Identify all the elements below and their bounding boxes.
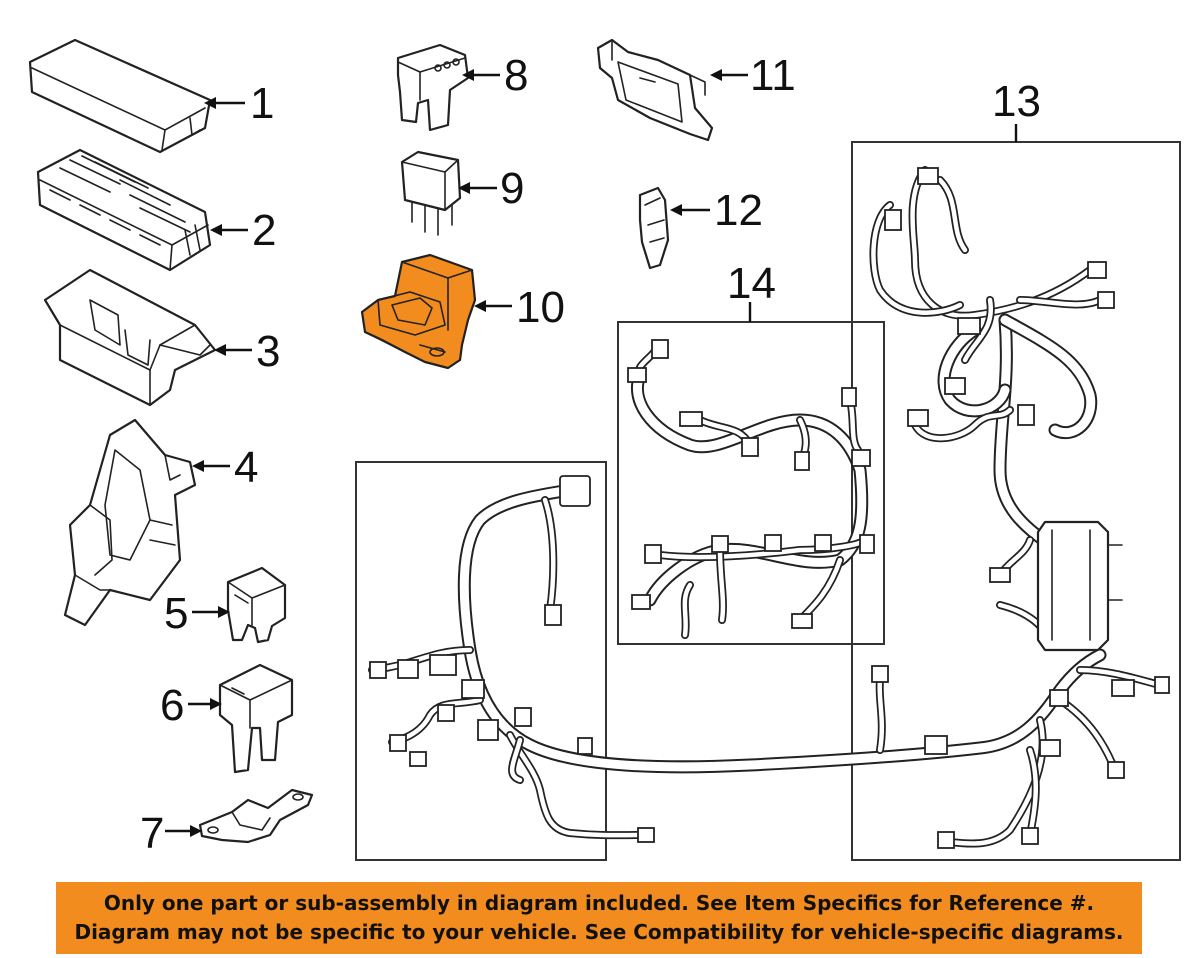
disclaimer-line-2: Diagram may not be specific to your vehi… (74, 920, 1124, 944)
callout-3: 3 (256, 327, 280, 376)
part-11-module (596, 38, 714, 142)
part-14-sub-harness-box (617, 321, 885, 645)
callout-9: 9 (500, 164, 524, 213)
part-6-fuse (218, 663, 294, 774)
part-13-main-harness-box (851, 141, 1181, 861)
callout-5: 5 (164, 589, 188, 638)
callout-labels: 1 2 3 4 5 6 7 8 9 10 11 12 13 14 (140, 51, 1041, 858)
callout-14: 14 (727, 259, 776, 308)
part-12-terminal (638, 186, 670, 270)
part-10-relay-highlighted (360, 253, 477, 370)
callout-8: 8 (504, 51, 528, 100)
callout-4: 4 (234, 443, 258, 492)
leader-arrows (165, 69, 1018, 837)
part-5-fuse (226, 566, 287, 644)
callout-13: 13 (992, 77, 1041, 126)
callout-6: 6 (160, 681, 184, 730)
part-8-relay (396, 43, 470, 132)
callout-1: 1 (250, 79, 274, 128)
disclaimer-line-1: Only one part or sub-assembly in diagram… (103, 891, 1095, 915)
callout-7: 7 (140, 809, 164, 858)
callout-10: 10 (516, 283, 565, 332)
part-7-strip-fuse (198, 788, 314, 844)
part-2-fuse-block (36, 148, 212, 272)
disclaimer-banner: Only one part or sub-assembly in diagram… (56, 882, 1142, 954)
parts-diagram: 1 2 3 4 5 6 7 8 9 10 11 12 13 14 (28, 38, 1181, 861)
lower-harness-box (355, 461, 1170, 861)
part-1-fuse-box-cover (28, 38, 212, 154)
part-9-relay (400, 150, 462, 236)
callout-12: 12 (714, 186, 763, 235)
part-3-lower-housing (43, 268, 217, 407)
callout-2: 2 (252, 206, 276, 255)
part-4-bracket (63, 418, 197, 627)
callout-11: 11 (750, 51, 796, 100)
